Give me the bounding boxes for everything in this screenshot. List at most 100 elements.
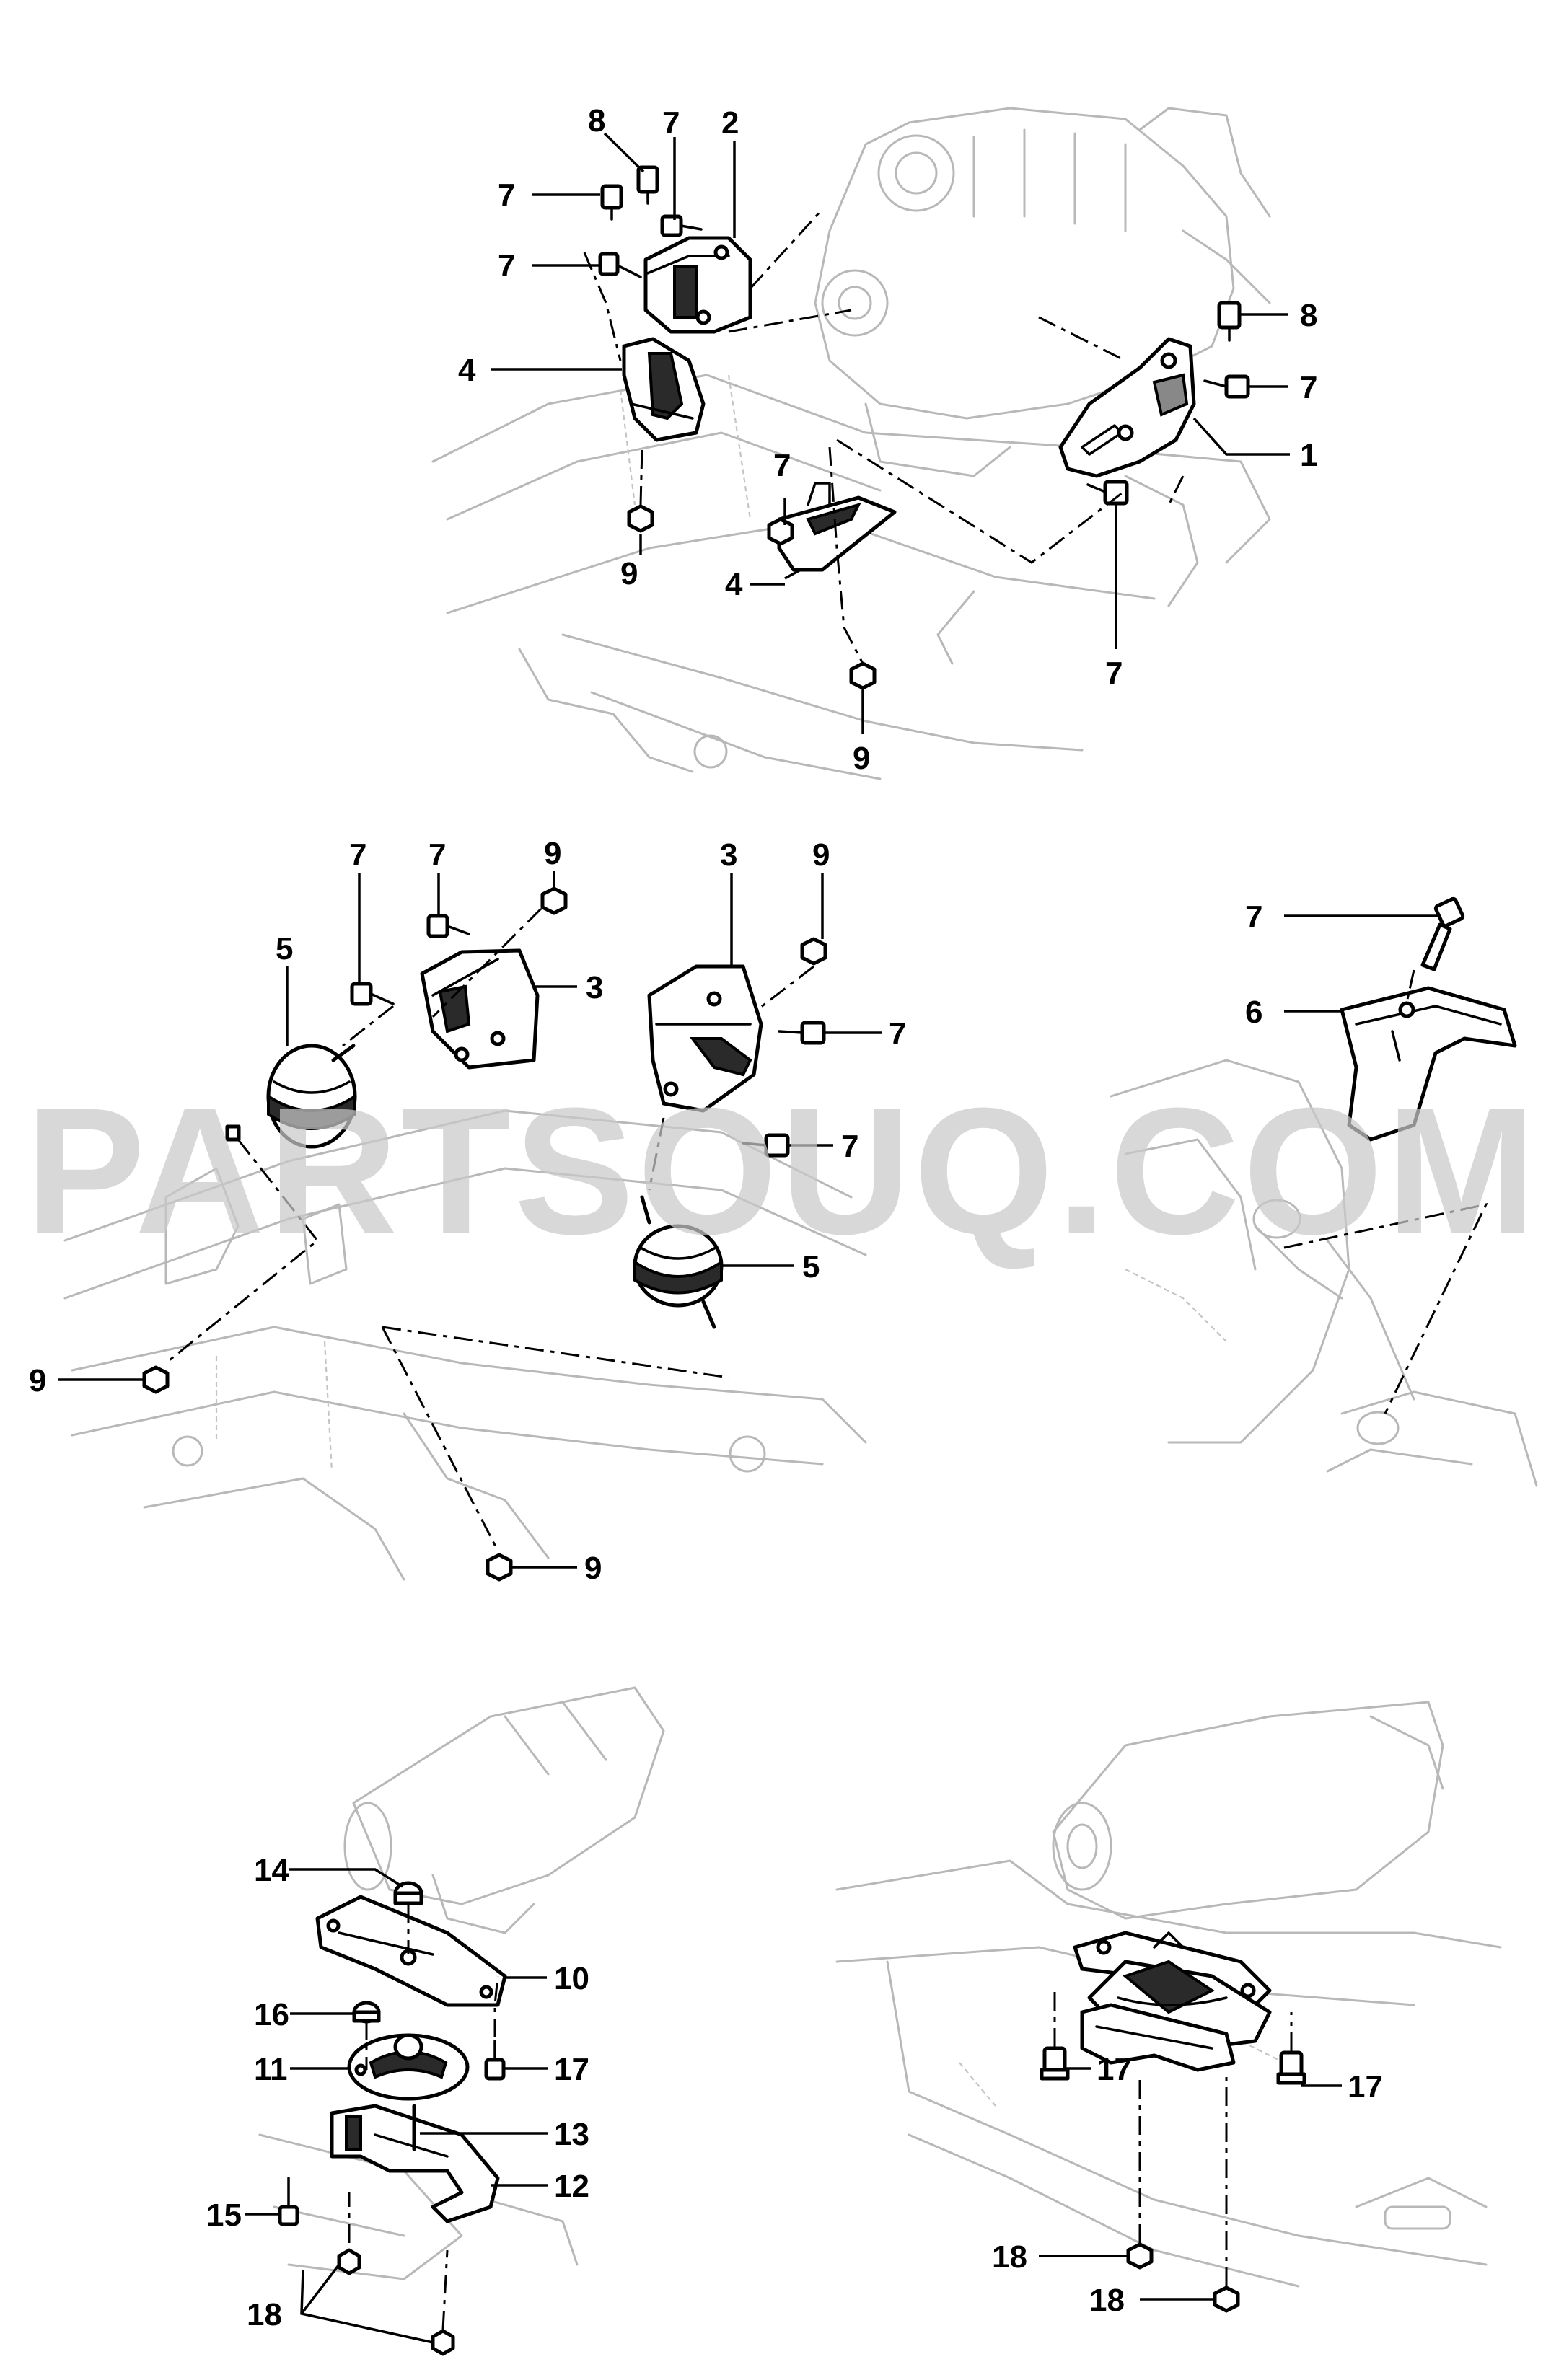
bolt-7-right-a[interactable] bbox=[1203, 374, 1250, 399]
frame-ghost-right bbox=[1110, 1059, 1538, 1487]
callout-9: 9 bbox=[853, 741, 870, 776]
callout-14: 14 bbox=[254, 1853, 289, 1888]
bolt-7-mid-c[interactable] bbox=[778, 1021, 826, 1045]
callout-7: 7 bbox=[429, 837, 446, 873]
callout-3: 3 bbox=[586, 970, 603, 1005]
bolt-17-left[interactable] bbox=[484, 2040, 506, 2081]
bolt-7-mount-left[interactable] bbox=[767, 517, 794, 546]
bolt-7-top-b[interactable] bbox=[660, 214, 703, 237]
callout-9: 9 bbox=[544, 836, 561, 871]
callouts-middle: 7 7 9 3 5 3 9 7 7 5 9 9 bbox=[29, 836, 906, 1586]
part-5-left-insulator[interactable] bbox=[225, 1044, 357, 1149]
callout-9: 9 bbox=[812, 837, 830, 873]
nut-9-mid-top[interactable] bbox=[540, 886, 568, 915]
bolt-8-right[interactable] bbox=[1217, 301, 1242, 342]
callout-17: 17 bbox=[1348, 2069, 1383, 2104]
callout-3: 3 bbox=[720, 837, 737, 873]
part-5-right-insulator[interactable] bbox=[633, 1195, 724, 1329]
callout-17: 17 bbox=[554, 2052, 589, 2087]
nut-18-left-a[interactable] bbox=[337, 2248, 361, 2275]
callout-7: 7 bbox=[1245, 899, 1262, 935]
callout-4: 4 bbox=[725, 567, 743, 602]
callout-7: 7 bbox=[841, 1129, 858, 1164]
callout-10: 10 bbox=[554, 1961, 589, 1996]
callout-7: 7 bbox=[349, 837, 366, 873]
leaders-middle bbox=[58, 871, 882, 1569]
callout-15: 15 bbox=[206, 2198, 242, 2233]
nut-18-right-a[interactable] bbox=[1126, 2242, 1154, 2270]
nut-9-top-left[interactable] bbox=[627, 504, 654, 533]
callout-8: 8 bbox=[588, 103, 605, 138]
callout-11: 11 bbox=[254, 2052, 288, 2087]
part-12-lower-bracket[interactable] bbox=[330, 2104, 500, 2223]
bolt-7-mid-b[interactable] bbox=[426, 914, 470, 938]
leaders-right bbox=[1284, 914, 1440, 1013]
view-engine-overview: 8 7 2 7 7 4 9 7 4 9 8 7 1 7 bbox=[431, 103, 1317, 780]
callout-16: 16 bbox=[254, 1997, 289, 2032]
callout-6: 6 bbox=[1245, 995, 1262, 1030]
callout-7: 7 bbox=[889, 1016, 906, 1052]
bolt-7-top-a[interactable] bbox=[600, 184, 623, 221]
nut-9-mid-right[interactable] bbox=[800, 937, 827, 966]
callout-18: 18 bbox=[247, 2297, 282, 2332]
bolt-17-right-a[interactable] bbox=[1040, 2046, 1070, 2081]
nut-18-right-b[interactable] bbox=[1213, 2286, 1240, 2313]
part-10-crossmember-bracket[interactable] bbox=[315, 1895, 507, 2007]
nut-9-top-middle[interactable] bbox=[849, 661, 877, 690]
bolt-7-right-b[interactable] bbox=[1086, 480, 1129, 506]
callout-7: 7 bbox=[498, 248, 515, 283]
callouts-top: 8 7 2 7 7 4 9 7 4 9 8 7 1 7 bbox=[458, 103, 1317, 776]
callout-2: 2 bbox=[721, 105, 739, 141]
callout-13: 13 bbox=[554, 2117, 589, 2152]
view-heat-shield: 7 6 bbox=[1110, 896, 1538, 1487]
callout-18: 18 bbox=[992, 2239, 1027, 2275]
part-4-left-mount[interactable] bbox=[622, 337, 706, 442]
view-transmission-mount-left: 14 10 16 11 17 13 12 15 18 bbox=[206, 1686, 665, 2356]
leaders-bottom-left bbox=[245, 1868, 548, 2344]
callout-5: 5 bbox=[276, 931, 293, 966]
callout-7: 7 bbox=[773, 448, 791, 483]
callouts-bottom-left: 14 10 16 11 17 13 12 15 18 bbox=[206, 1853, 589, 2332]
callout-8: 8 bbox=[1300, 298, 1317, 333]
callouts-bottom-right: 17 17 18 18 bbox=[992, 2052, 1383, 2318]
callout-1: 1 bbox=[1300, 438, 1317, 473]
callout-4: 4 bbox=[458, 353, 476, 388]
part-1-right-bracket[interactable] bbox=[1058, 337, 1196, 478]
nut-9-mid-bottom[interactable] bbox=[486, 1553, 513, 1582]
nut-16[interactable] bbox=[352, 2001, 381, 2024]
callout-7: 7 bbox=[662, 105, 680, 141]
part-2-upper-bracket[interactable] bbox=[643, 236, 752, 334]
callouts-right: 7 6 bbox=[1245, 899, 1262, 1030]
callout-7: 7 bbox=[1105, 656, 1123, 691]
watermark: PARTSOUQ.COM bbox=[25, 1070, 1539, 1271]
part-3-right-bracket[interactable] bbox=[647, 964, 763, 1113]
bolt-17-right-b[interactable] bbox=[1276, 2050, 1306, 2085]
callout-9: 9 bbox=[29, 1363, 46, 1398]
view-transmission-mount-right: 17 17 18 18 bbox=[835, 1701, 1502, 2318]
bolt-15[interactable] bbox=[278, 2177, 299, 2226]
nut-14[interactable] bbox=[393, 1881, 423, 1905]
frame-ghost-middle bbox=[63, 1109, 867, 1581]
bolt-8-top-left[interactable] bbox=[636, 165, 659, 205]
bolt-7-shield[interactable] bbox=[1420, 896, 1465, 971]
part-3-left-bracket[interactable] bbox=[420, 948, 540, 1070]
callout-5: 5 bbox=[802, 1249, 820, 1284]
bolt-7-mid-a[interactable] bbox=[350, 982, 395, 1006]
leaders-bottom-right bbox=[1039, 2067, 1342, 2301]
callout-7: 7 bbox=[498, 177, 515, 213]
callout-18: 18 bbox=[1089, 2283, 1125, 2318]
nut-18-left-b[interactable] bbox=[431, 2329, 455, 2356]
callout-12: 12 bbox=[554, 2169, 589, 2204]
bolt-7-top-c[interactable] bbox=[598, 252, 642, 278]
part-6-heat-shield[interactable] bbox=[1340, 986, 1517, 1142]
engine-block-ghost bbox=[814, 107, 1271, 477]
lower-bracket-right[interactable] bbox=[1080, 2003, 1236, 2072]
callout-17: 17 bbox=[1097, 2052, 1132, 2087]
leaders-top bbox=[491, 132, 1290, 734]
callout-7: 7 bbox=[1300, 370, 1317, 405]
view-chassis-mounts: 7 7 9 3 5 3 9 7 7 5 9 9 bbox=[29, 836, 906, 1586]
part-11-insulator[interactable] bbox=[347, 2033, 470, 2101]
callout-9: 9 bbox=[584, 1551, 602, 1586]
nut-9-mid-left[interactable] bbox=[142, 1365, 170, 1394]
